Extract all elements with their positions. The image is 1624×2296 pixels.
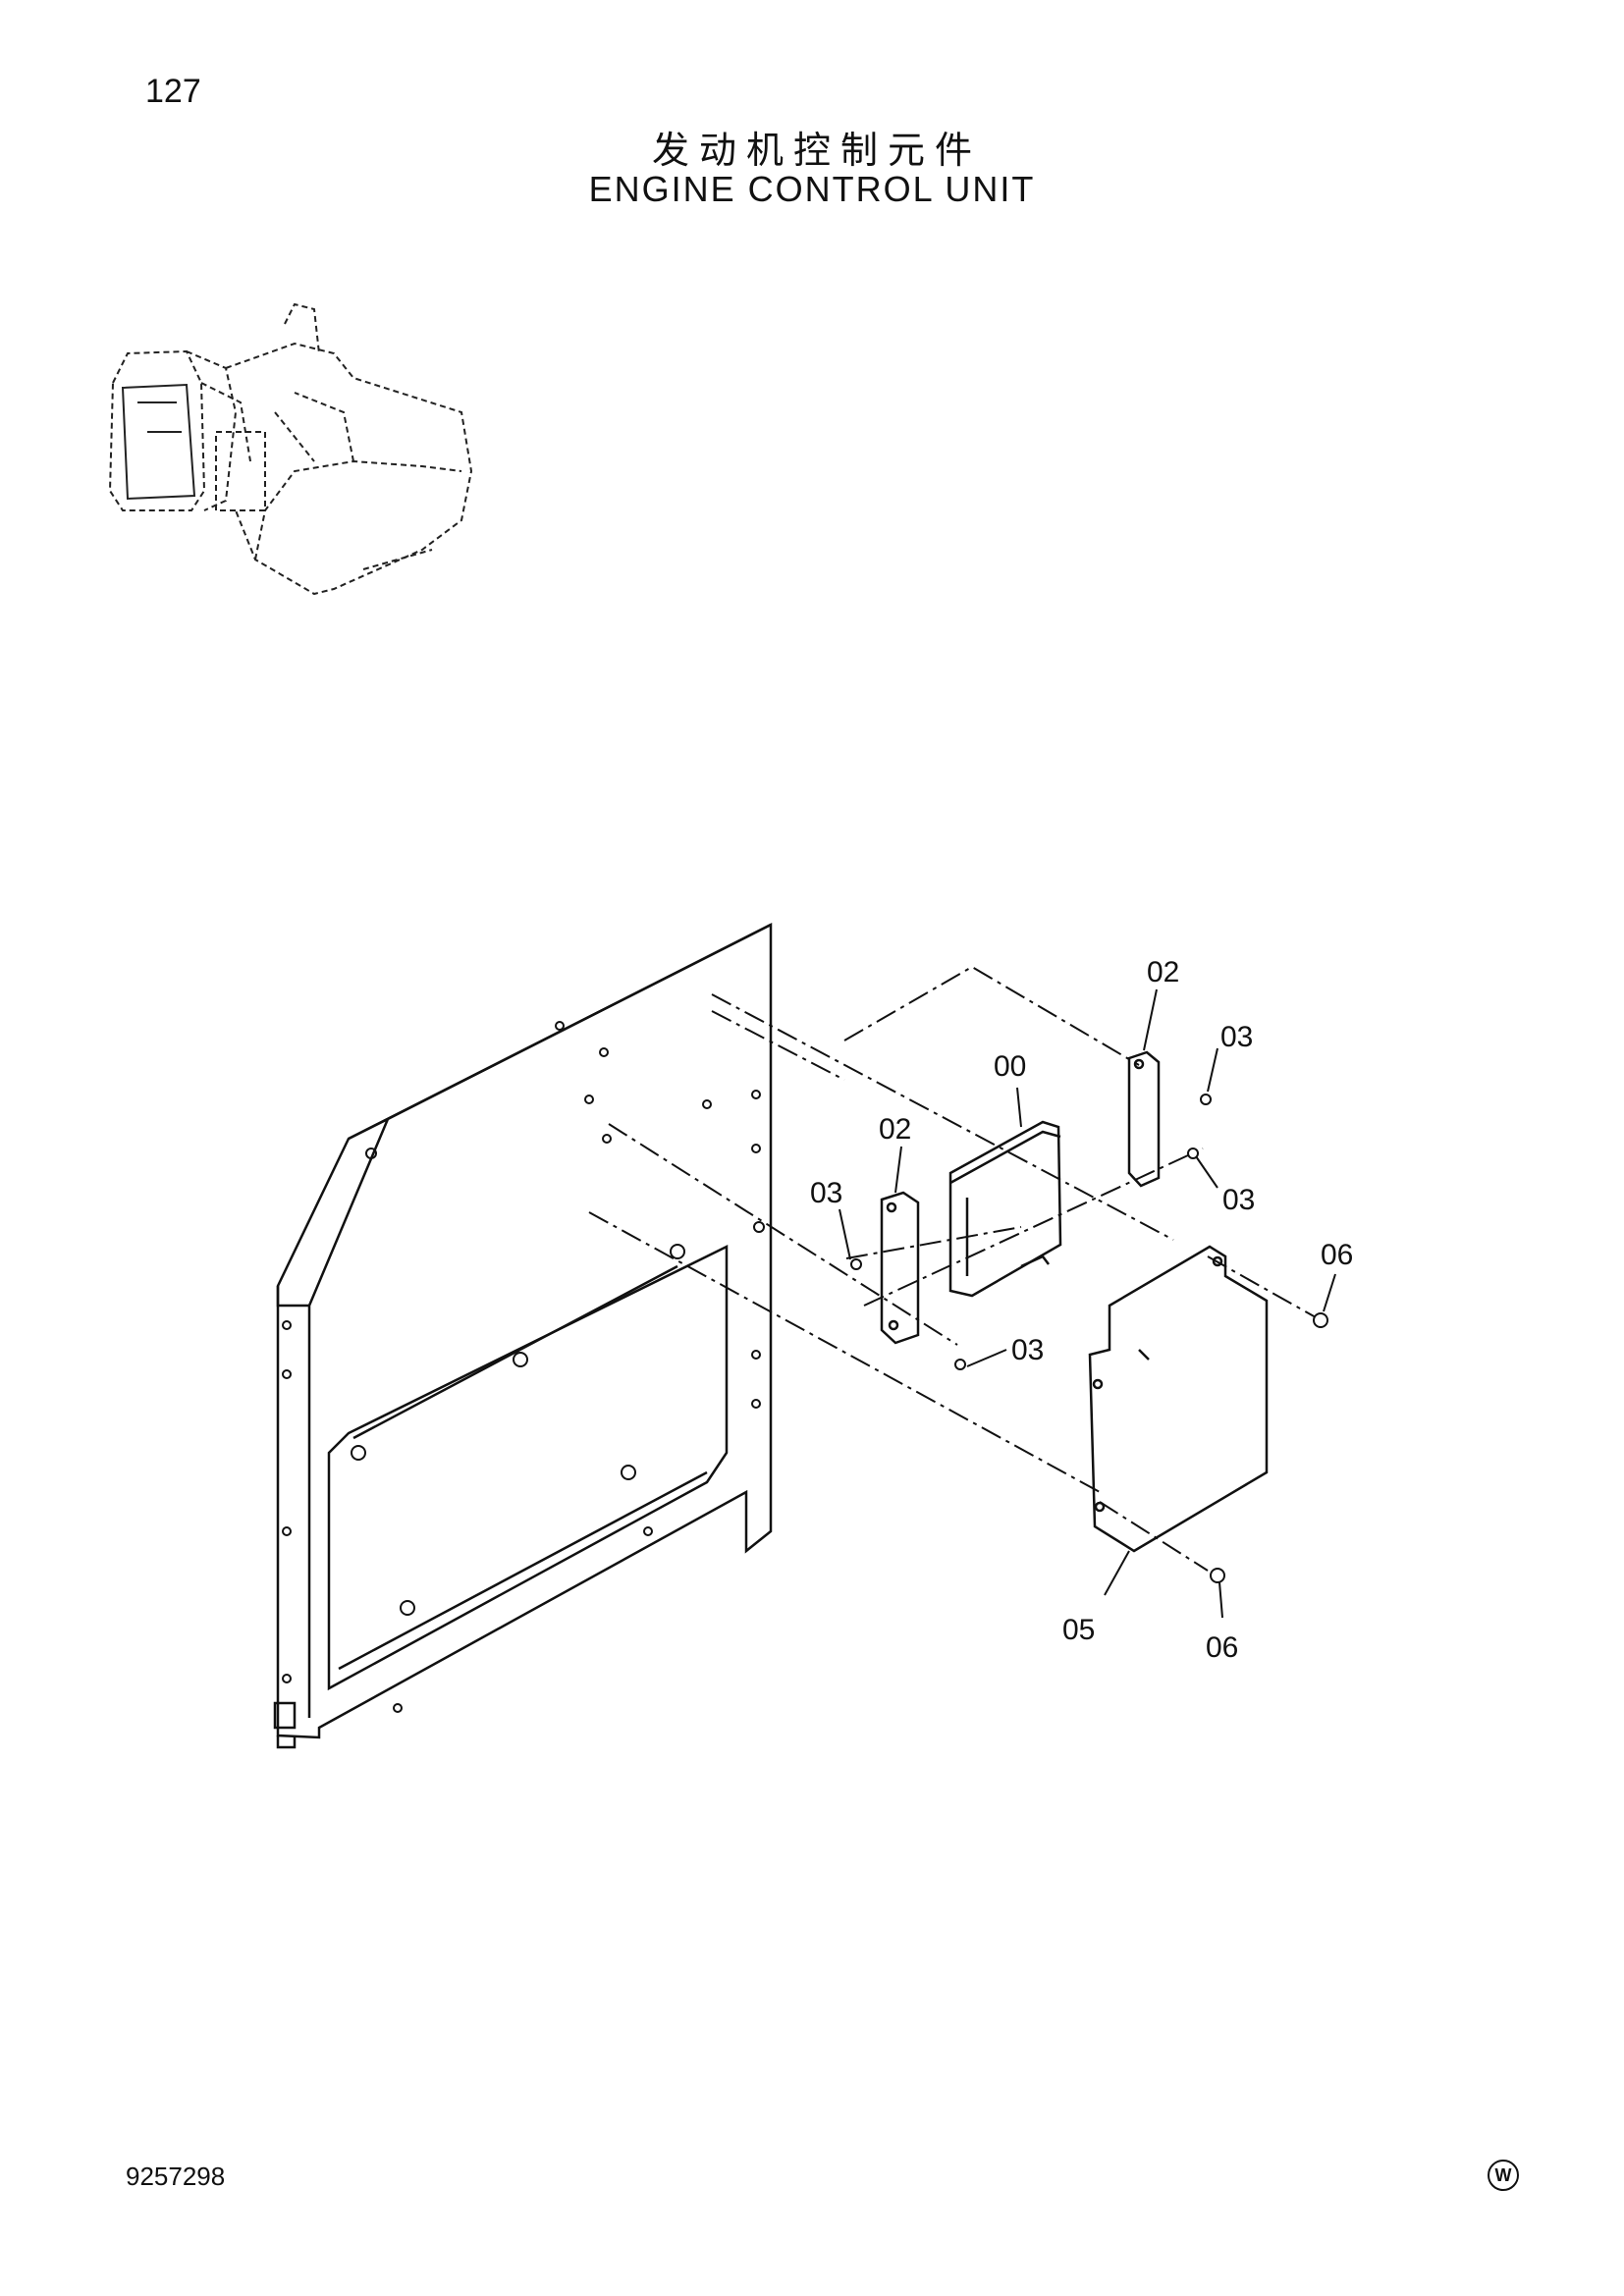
callout-labels: 00 02 02 03 03 03 03 05 06 06	[810, 956, 1353, 1664]
bolt-fasteners	[850, 1094, 1328, 1583]
callout-05: 05	[1062, 1614, 1095, 1646]
cover-plate-05	[1088, 1245, 1269, 1553]
callout-leader-lines	[839, 988, 1336, 1619]
callout-03-lower: 03	[1011, 1334, 1044, 1366]
excavator-locator-solid	[121, 383, 196, 501]
excavator-locator-thumbnail	[108, 302, 473, 596]
callout-02-left: 02	[879, 1113, 911, 1146]
bracket-02-right	[1127, 1050, 1161, 1188]
callout-06-upper: 06	[1321, 1239, 1353, 1271]
mounting-frame-panel	[273, 922, 773, 1749]
callout-06-lower: 06	[1206, 1631, 1238, 1664]
document-number: 9257298	[126, 2162, 226, 2191]
frame-mounting-holes	[282, 1021, 765, 1713]
callout-02-right: 02	[1147, 956, 1179, 988]
bracket-02-left	[880, 1191, 920, 1345]
maker-mark-icon: W	[1488, 2160, 1519, 2191]
page-number: 127	[145, 73, 201, 110]
callout-03-mid-right: 03	[1222, 1184, 1255, 1216]
callout-00: 00	[994, 1050, 1026, 1083]
engine-control-unit-00	[948, 1120, 1062, 1298]
page-title-chinese: 发动机控制元件	[651, 129, 982, 172]
callout-03-upper-right: 03	[1220, 1021, 1253, 1053]
page-title-english: ENGINE CONTROL UNIT	[588, 169, 1036, 209]
callout-03-left: 03	[810, 1177, 842, 1209]
assembly-centerlines	[588, 965, 1317, 1572]
